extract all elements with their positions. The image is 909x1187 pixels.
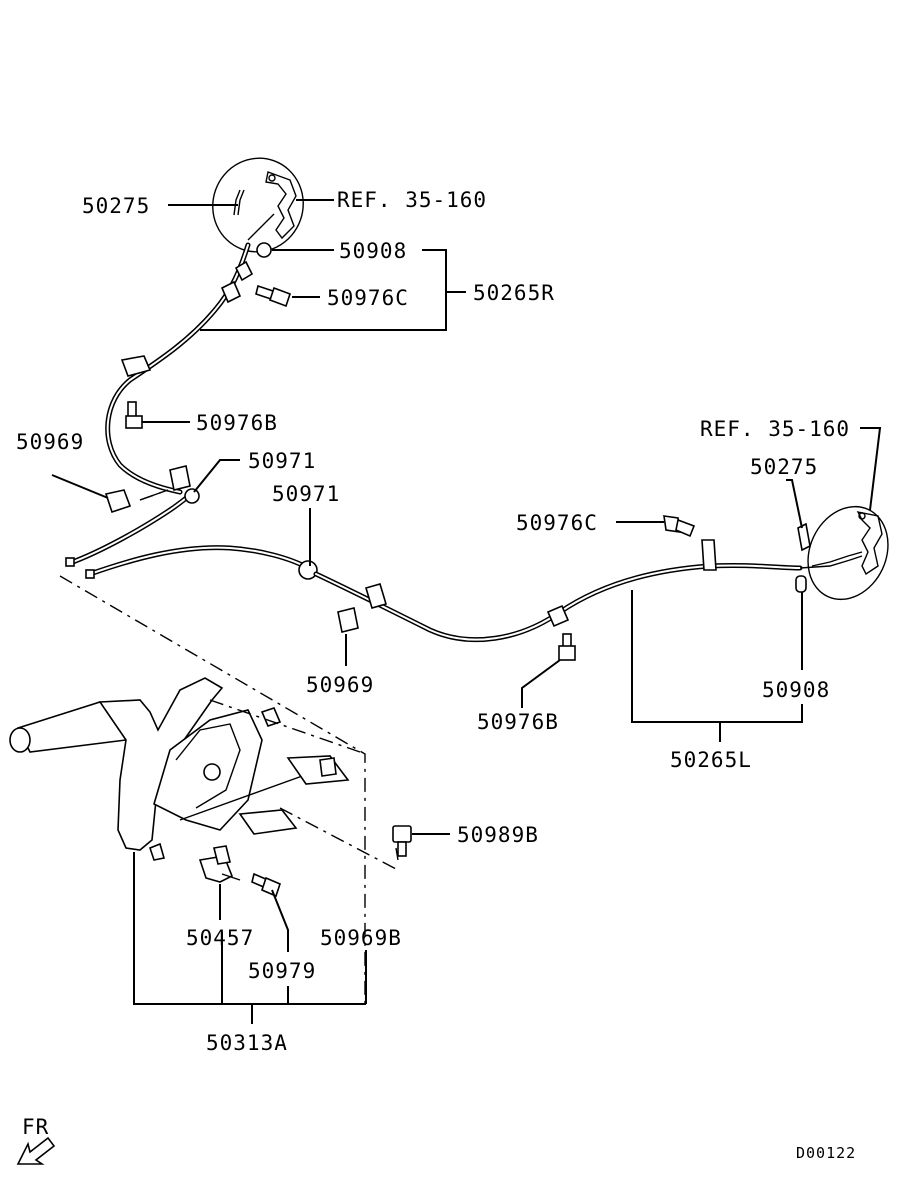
label-50313A[interactable]: 50313A <box>206 1031 288 1055</box>
front-direction-arrow-icon <box>16 1136 56 1165</box>
label-50976B-top[interactable]: 50976B <box>196 411 278 435</box>
label-50908-right[interactable]: 50908 <box>762 678 830 702</box>
spring-50908-right <box>795 575 807 593</box>
label-fr: FR <box>22 1115 49 1139</box>
label-50265R[interactable]: 50265R <box>473 281 555 305</box>
diagram-code: D00122 <box>796 1144 856 1162</box>
label-ref-35-160-right[interactable]: REF. 35-160 <box>700 417 850 441</box>
leader-lines <box>51 199 882 1024</box>
label-50275-right[interactable]: 50275 <box>750 455 818 479</box>
label-ref-35-160-top[interactable]: REF. 35-160 <box>337 188 487 212</box>
bolt-50976C-mid <box>663 515 696 538</box>
bolt-50976B-top <box>125 401 143 429</box>
parking-brake-lever <box>9 677 350 861</box>
bolt-50976C-top <box>255 284 292 308</box>
brake-backing-plate-top <box>212 157 304 253</box>
label-50969-mid[interactable]: 50969 <box>306 673 374 697</box>
label-50976B-mid[interactable]: 50976B <box>477 710 559 734</box>
label-50979[interactable]: 50979 <box>248 959 316 983</box>
cable-50265R <box>105 242 254 501</box>
clip-50969-left <box>104 489 132 514</box>
label-50275-top[interactable]: 50275 <box>82 194 150 218</box>
clip-50969-mid <box>337 607 359 633</box>
label-50971-b[interactable]: 50971 <box>272 482 340 506</box>
bracket-50457 <box>198 845 241 883</box>
front-cables <box>65 488 318 580</box>
label-50457[interactable]: 50457 <box>186 926 254 950</box>
label-50265L[interactable]: 50265L <box>670 748 752 772</box>
label-50969B[interactable]: 50969B <box>320 926 402 950</box>
reference-lines <box>59 489 399 1005</box>
bolt-50976B-mid <box>558 633 576 661</box>
grommet-50908-top <box>256 242 272 258</box>
clip-50275-right <box>797 522 811 552</box>
cable-50265L <box>313 539 863 643</box>
bolt-50979 <box>251 872 281 898</box>
brake-backing-plate-right <box>807 505 889 601</box>
bolt-50989B <box>392 825 412 857</box>
label-50908-top[interactable]: 50908 <box>339 239 407 263</box>
label-50989B[interactable]: 50989B <box>457 823 539 847</box>
label-50976C-top[interactable]: 50976C <box>327 286 409 310</box>
label-50969-left[interactable]: 50969 <box>16 430 84 454</box>
label-50976C-mid[interactable]: 50976C <box>516 511 598 535</box>
label-50971-a[interactable]: 50971 <box>248 449 316 473</box>
